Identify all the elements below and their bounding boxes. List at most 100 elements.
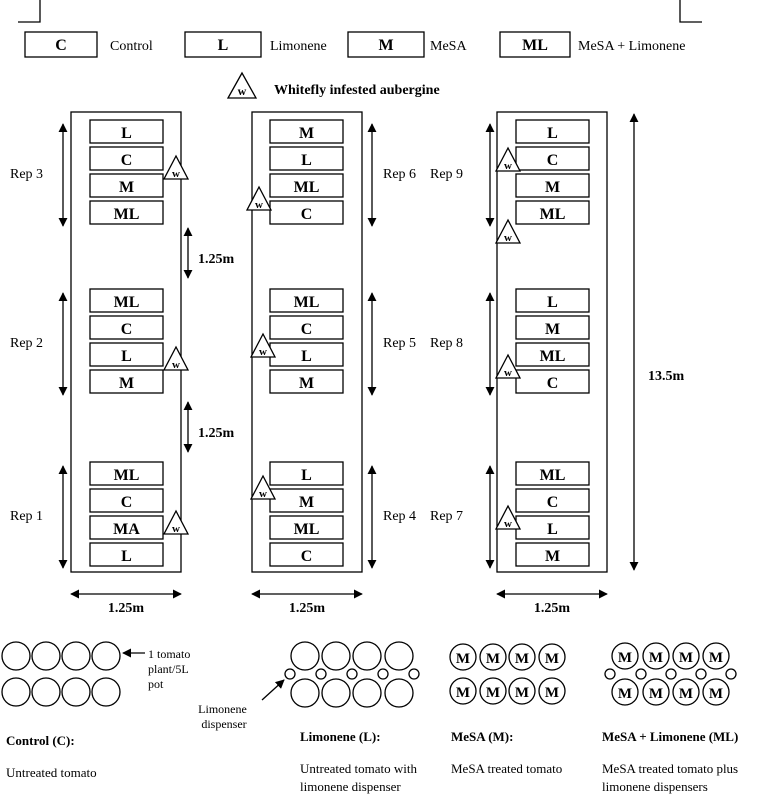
plot-label: ML — [294, 521, 320, 538]
plant-pot — [61, 641, 91, 671]
whitefly-symbol: w — [259, 346, 267, 358]
treatment-title: Control (C): — [6, 733, 75, 748]
plot-box — [89, 515, 164, 540]
plot-box — [89, 342, 164, 367]
corner-mark-left — [18, 0, 41, 23]
rep-label: Rep 1 — [10, 509, 43, 524]
whitefly-triangle-icon — [226, 71, 258, 99]
plot-label: L — [301, 467, 312, 484]
treatment-title: MeSA + Limonene (ML) — [602, 729, 739, 744]
whitefly-triangle-icon — [162, 345, 190, 371]
plot-label: ML — [540, 467, 566, 484]
plant-pot — [61, 677, 91, 707]
pot-label: M — [545, 685, 559, 701]
legend-code: ML — [522, 37, 548, 54]
plot-label: ML — [114, 467, 140, 484]
limonene-dispenser — [725, 668, 737, 680]
plot-label: L — [121, 348, 132, 365]
plot-box — [269, 515, 344, 540]
treatment-desc: Untreated tomato — [6, 765, 97, 780]
plot-box — [269, 315, 344, 340]
pot-label: M — [709, 686, 723, 702]
whitefly-triangle-icon — [494, 146, 522, 172]
plot-box — [515, 488, 590, 513]
legend-code: M — [378, 37, 393, 54]
dispenser-note-line2: dispenser — [201, 717, 246, 731]
pot-label: M — [456, 651, 470, 667]
plot-label: L — [547, 125, 558, 142]
whitefly-symbol: w — [238, 84, 247, 98]
plant-pot — [352, 641, 382, 671]
pot-label: M — [515, 685, 529, 701]
plant-note-line2: plant/5L — [148, 662, 188, 676]
field-outline — [496, 111, 608, 573]
pot-label: M — [649, 686, 663, 702]
whitefly-triangle-icon — [494, 504, 522, 530]
pot-label: M — [679, 686, 693, 702]
plot-label: M — [545, 179, 560, 196]
limonene-dispenser — [346, 668, 358, 680]
plot-box — [89, 200, 164, 225]
pot-label: M — [486, 685, 500, 701]
pot-label: M — [709, 650, 723, 666]
plot-box — [269, 200, 344, 225]
plant-pot — [1, 677, 31, 707]
plot-box — [89, 146, 164, 171]
plot-box — [269, 369, 344, 394]
whitefly-triangle-icon — [162, 154, 190, 180]
plant-pot — [290, 678, 320, 708]
pot-label: M — [515, 651, 529, 667]
legend-label: Limonene — [270, 39, 327, 54]
legend-box-limonene — [184, 31, 262, 58]
gap-label: 1.25m — [198, 252, 235, 267]
limonene-dispenser — [635, 668, 647, 680]
plot-label: L — [547, 521, 558, 538]
whitefly-symbol: w — [172, 168, 180, 180]
plot-box — [89, 461, 164, 486]
plot-label: C — [121, 152, 133, 169]
plot-label: L — [121, 548, 132, 565]
rep-label: Rep 8 — [430, 336, 463, 351]
plot-box — [89, 119, 164, 144]
plot-label: C — [121, 494, 133, 511]
plot-box — [515, 200, 590, 225]
pot-label: M — [618, 686, 632, 702]
whitefly-symbol: w — [255, 199, 263, 211]
dispenser-note-arrow — [261, 679, 285, 701]
gap-label: 1.25m — [198, 426, 235, 441]
plot-box — [515, 119, 590, 144]
plot-box — [89, 542, 164, 567]
plot-label: ML — [294, 294, 320, 311]
rep-label: Rep 9 — [430, 167, 463, 182]
width-label: 1.25m — [108, 601, 145, 616]
plot-label: M — [299, 494, 314, 511]
plant-pot — [611, 678, 639, 706]
legend-code: L — [218, 37, 229, 54]
treatment-desc: MeSA treated tomato plus limonene dispen… — [602, 761, 739, 794]
plot-box — [89, 315, 164, 340]
plot-label: L — [547, 294, 558, 311]
treatment-title: MeSA (M): — [451, 729, 514, 744]
plot-box — [269, 173, 344, 198]
plot-label: C — [121, 321, 133, 338]
legend-code: C — [55, 37, 67, 54]
plot-label: ML — [540, 206, 566, 223]
whitefly-triangle-icon — [245, 185, 273, 211]
width-label: 1.25m — [534, 601, 571, 616]
plot-box — [269, 288, 344, 313]
plant-pot — [384, 678, 414, 708]
plant-pot — [91, 641, 121, 671]
limonene-dispenser — [604, 668, 616, 680]
plant-pot — [1, 641, 31, 671]
legend-box-mesa-limonene — [499, 31, 571, 58]
whitefly-symbol: w — [172, 523, 180, 535]
plant-pot — [31, 677, 61, 707]
field-outline — [70, 111, 182, 573]
plot-label: M — [299, 125, 314, 142]
whitefly-triangle-icon — [249, 332, 277, 358]
